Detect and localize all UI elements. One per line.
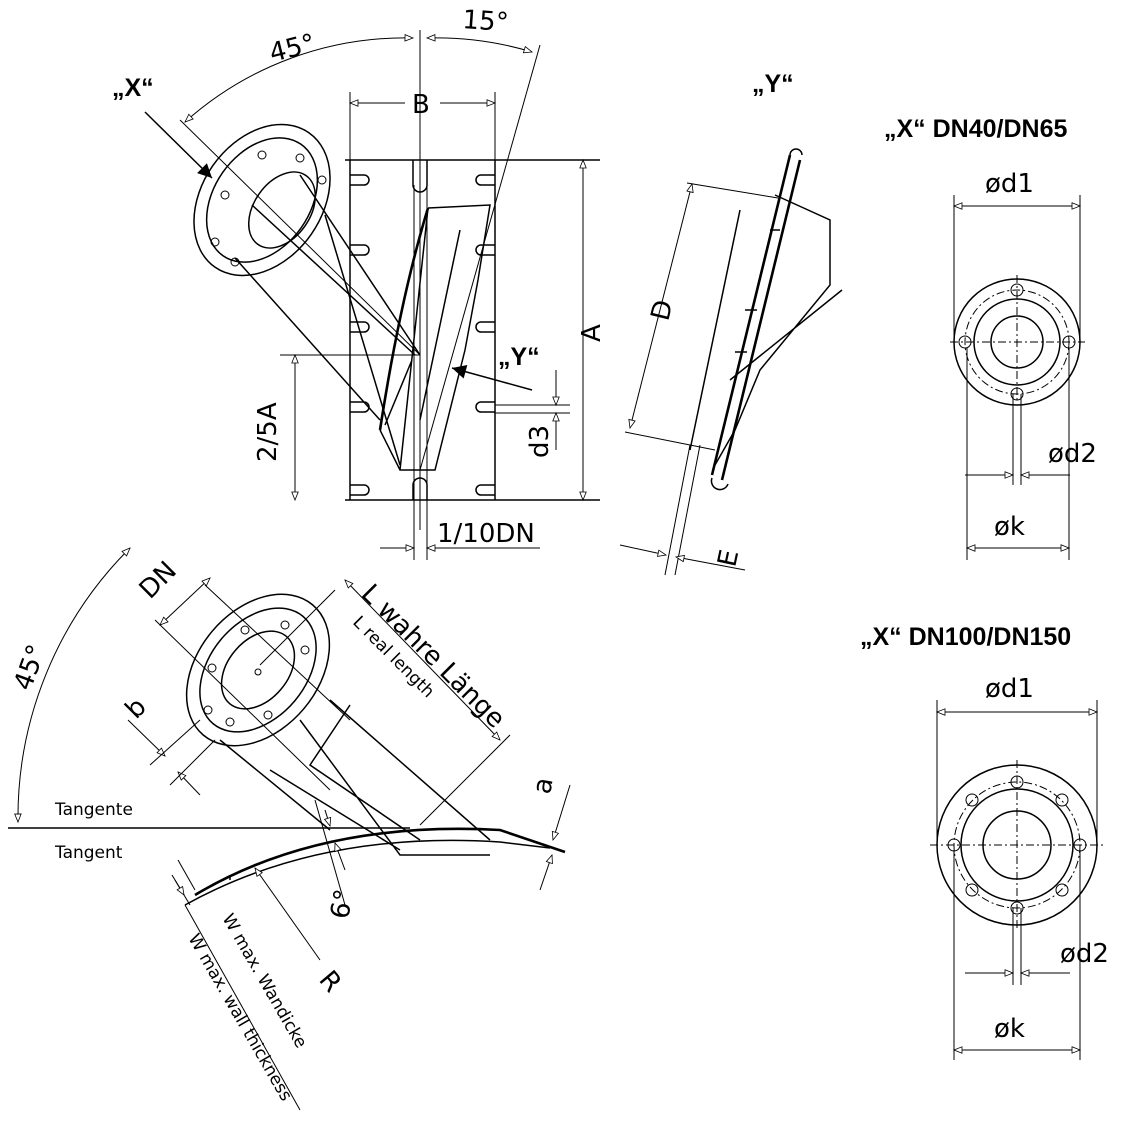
detail-large-title: „X“ DN100/DN150 <box>860 623 1071 651</box>
dim-b-label: b <box>120 692 153 725</box>
detail-dn40-65 <box>950 195 1085 560</box>
dim-DN-label: DN <box>134 556 183 605</box>
dim-A-label: A <box>577 324 607 342</box>
dim-E <box>619 544 668 557</box>
axis-bottom <box>154 584 351 791</box>
detail-large-k: øk <box>994 1014 1025 1044</box>
bottom-view <box>8 547 571 1111</box>
dim-R-label: R <box>313 965 348 998</box>
dim-1-10DN-label: 1/10DN <box>437 519 535 549</box>
dim-45-arc <box>184 34 415 123</box>
view-title-y: „Y“ <box>752 70 794 98</box>
tangente-label: Tangente <box>54 800 133 820</box>
axis-15 <box>419 44 541 471</box>
b-extensions <box>149 719 216 786</box>
dim-45-top-label: 45° <box>266 29 318 69</box>
side-view-y <box>619 148 843 576</box>
dim-6deg-label: 6° <box>325 887 360 921</box>
dim-6deg <box>314 799 346 906</box>
axis-45 <box>179 119 421 356</box>
detail-large-d2: ød2 <box>1060 939 1109 969</box>
dim-a-label: a <box>527 775 559 796</box>
dim-DN <box>159 577 211 626</box>
top-view <box>144 30 600 560</box>
nozzle-flange-bottom <box>185 593 491 856</box>
view-label-x: „X“ <box>112 74 154 102</box>
L-extensions <box>259 589 511 826</box>
y-hooks <box>710 148 803 491</box>
dim-45-bottom-label: 45° <box>8 641 52 695</box>
dim-15-label: 15° <box>462 5 510 38</box>
dim-D <box>628 182 694 430</box>
detail-small-d1: ød1 <box>985 169 1034 199</box>
y-ext-lines <box>624 182 779 576</box>
dim-2-5A-label: 2/5A <box>253 402 283 462</box>
detail-large-d1: ød1 <box>985 674 1034 704</box>
dim-B-label: B <box>412 90 430 120</box>
dim-15-arc <box>425 33 534 54</box>
y-plate <box>710 154 802 481</box>
pipe-outline <box>345 159 600 501</box>
detail-small-d2: ød2 <box>1048 439 1097 469</box>
y-plate-body <box>689 194 843 466</box>
nozzle-flange-top <box>193 123 421 466</box>
curved-wall <box>194 827 566 897</box>
saddle-body <box>379 204 491 471</box>
dim-D-label: D <box>646 297 680 324</box>
detail-dn100-150 <box>930 700 1105 1060</box>
dim-E-label: E <box>713 547 746 569</box>
dim-a <box>551 784 571 842</box>
view-label-y: „Y“ <box>498 343 540 371</box>
detail-small-title: „X“ DN40/DN65 <box>884 115 1067 143</box>
view-arrow-x <box>144 111 213 179</box>
dim-d3-label: d3 <box>525 425 555 458</box>
dim-R <box>254 867 321 961</box>
slots-right <box>475 174 495 496</box>
dim-b <box>127 719 166 757</box>
tangent-label: Tangent <box>54 843 123 863</box>
dim-45-bottom <box>14 547 131 824</box>
saddle-plate <box>378 207 430 431</box>
detail-small-k: øk <box>994 512 1025 542</box>
dim-L <box>344 579 501 741</box>
dim-d3 <box>495 404 570 414</box>
dim-L-de-label: L wahre Länge <box>355 579 511 735</box>
view-arrow-y <box>451 364 533 391</box>
dim-W-de-label: W max. Wandicke <box>218 911 311 1052</box>
slots-left <box>350 174 370 496</box>
labels: „X“ „Y“ „Y“ 45° 15° B A 2/5A d3 1/10DN D… <box>8 5 1109 1105</box>
